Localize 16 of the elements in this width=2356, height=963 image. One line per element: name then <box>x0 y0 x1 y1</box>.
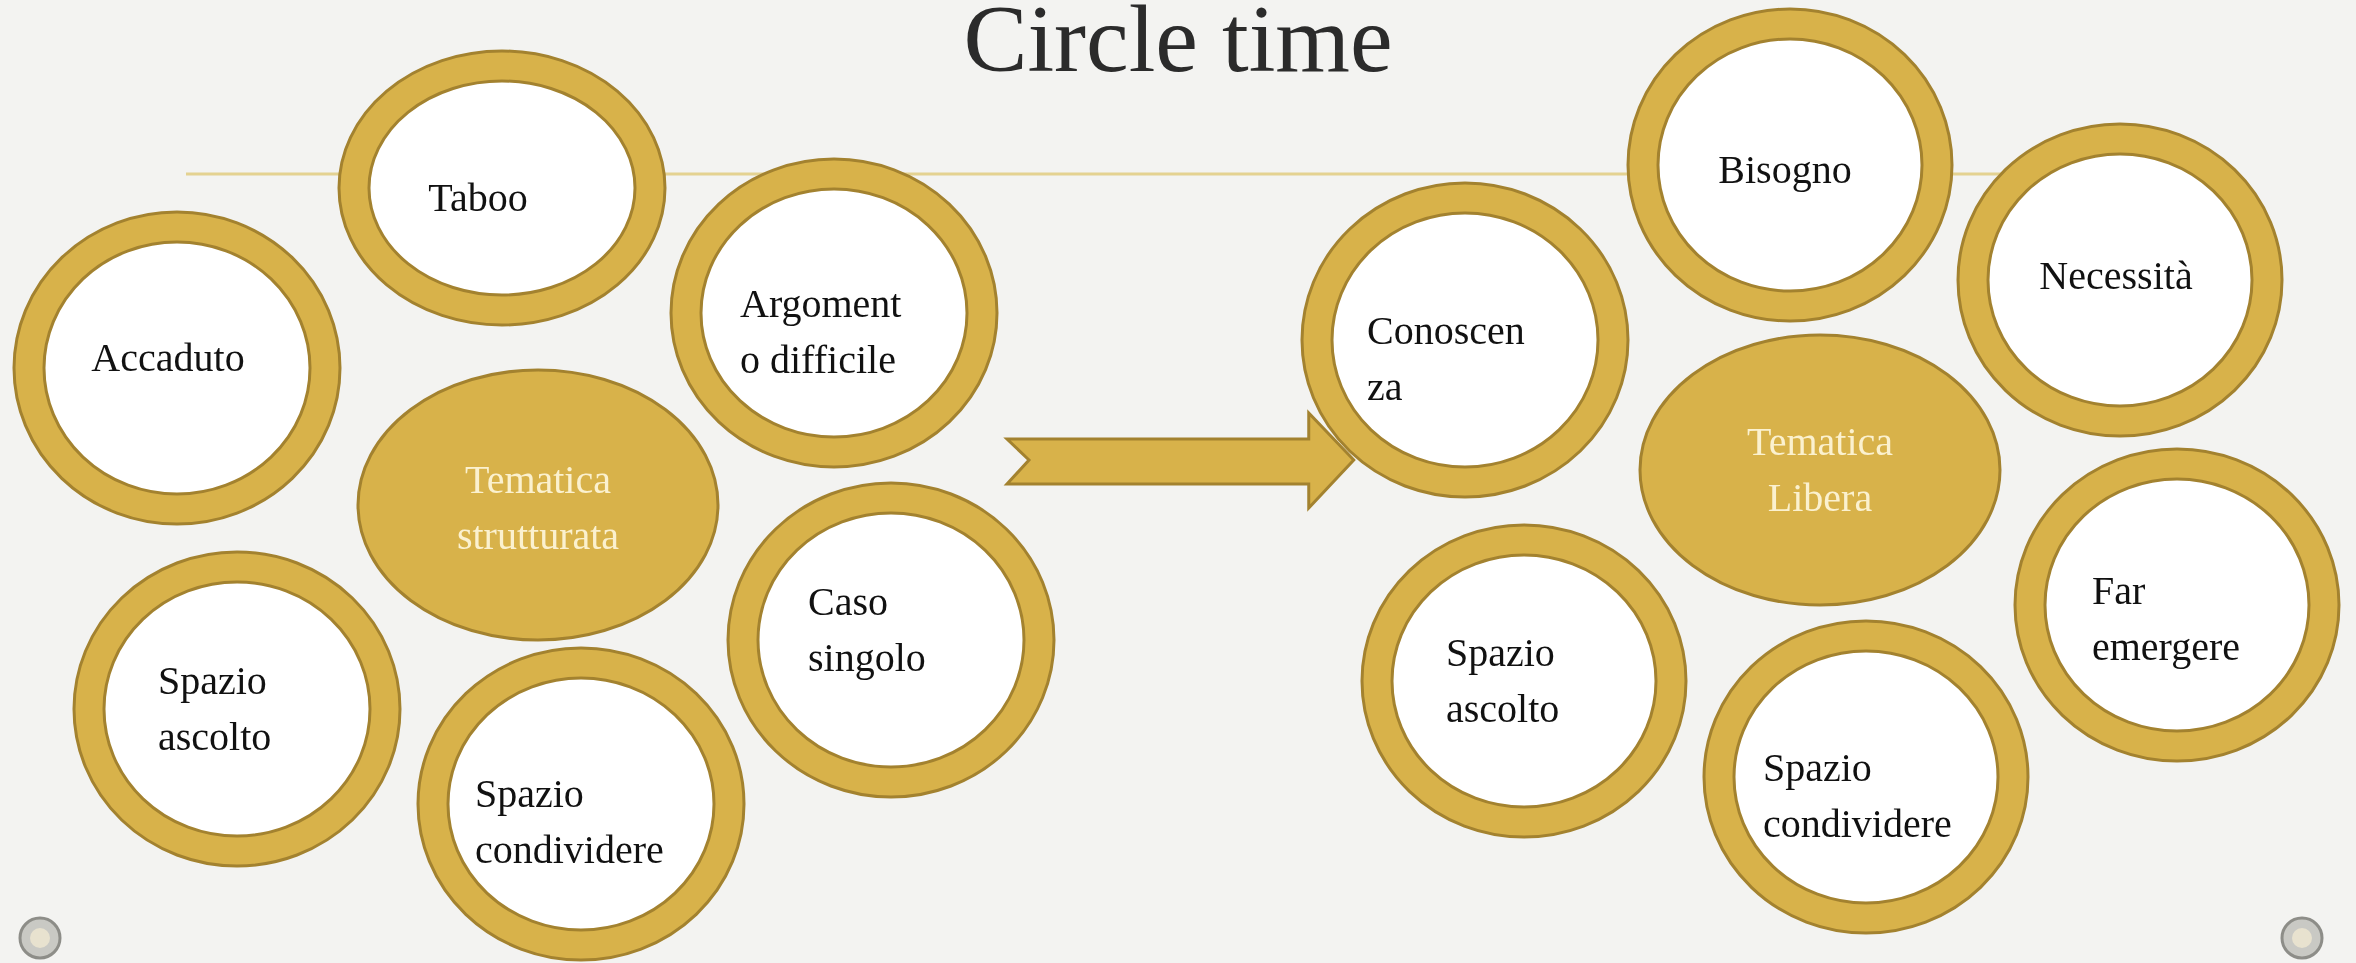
circle-label: Caso singolo <box>808 578 926 682</box>
circle-label: Accaduto <box>91 334 245 382</box>
circle-label: Tematica Libera <box>1747 418 1893 522</box>
circle-label: Spazio ascolto <box>158 657 272 761</box>
circle-label: Far emergere <box>2092 567 2241 671</box>
circle-label: Spazio condividere <box>1763 744 1952 848</box>
circle-label: Tematica strutturata <box>456 456 620 560</box>
circle-label: Bisogno <box>1718 146 1852 194</box>
circle-label: Argoment o difficile <box>740 280 903 384</box>
block-arrow <box>1003 409 1356 512</box>
circle-label: Conoscen za <box>1367 307 1525 411</box>
title: Circle time <box>962 0 1394 92</box>
circle-label: Necessità <box>2039 252 2193 300</box>
circle-label: Spazio ascolto <box>1446 629 1560 733</box>
circle-label: Taboo <box>428 174 528 222</box>
circle-label: Spazio condividere <box>475 770 664 874</box>
